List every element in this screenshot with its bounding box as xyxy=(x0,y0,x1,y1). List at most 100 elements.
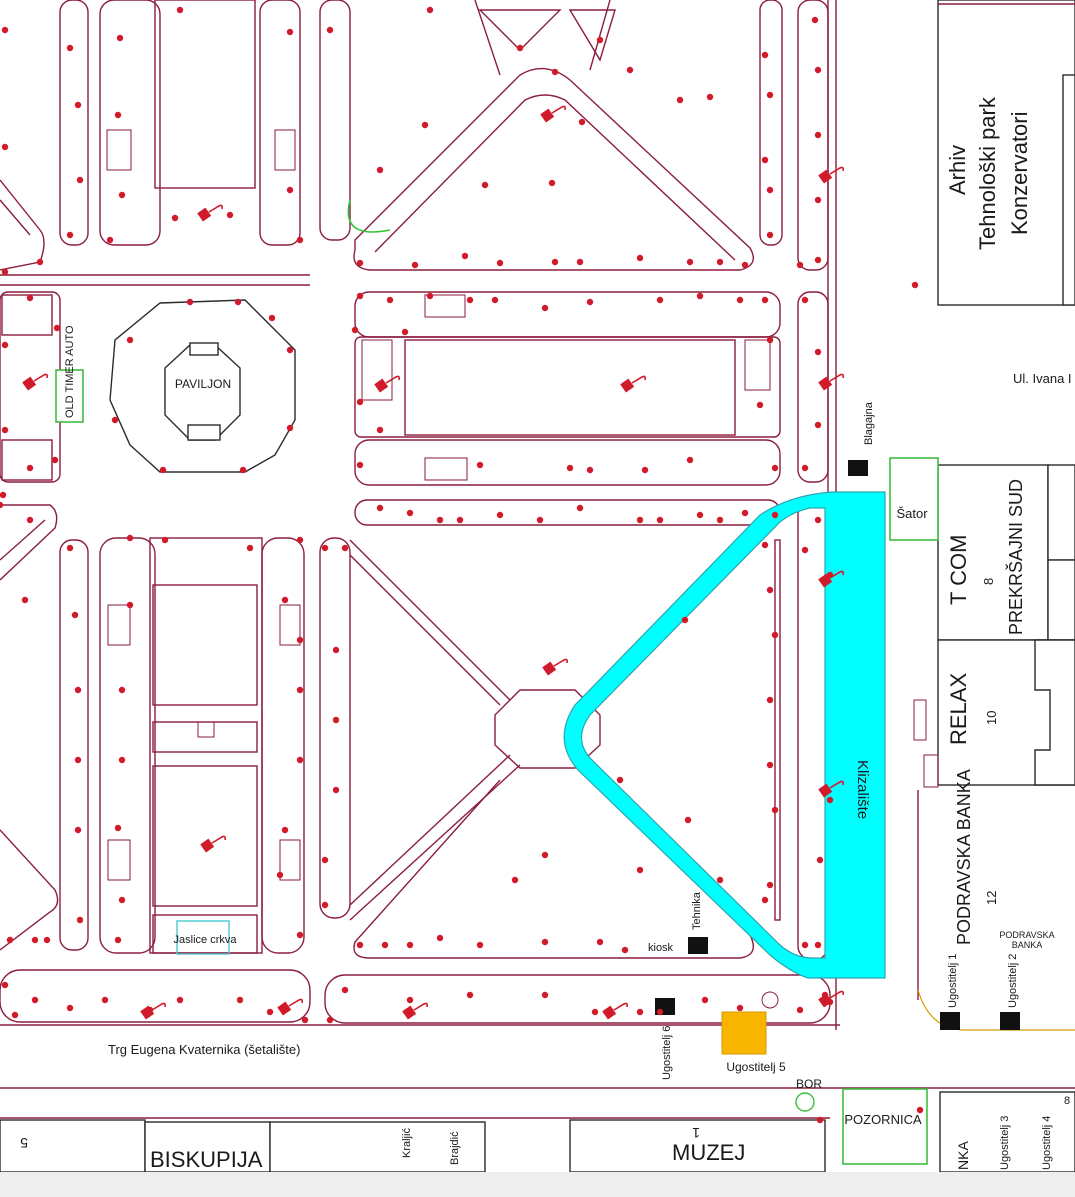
lamp-icon xyxy=(818,373,844,391)
tree-marker xyxy=(296,931,304,939)
ugostitelj-2-label: Ugostitelj 2 xyxy=(1007,954,1019,1008)
tree-marker xyxy=(536,516,544,524)
tree-marker xyxy=(239,466,247,474)
tree-marker xyxy=(686,258,694,266)
lamp-icon xyxy=(620,375,646,393)
lower-left-lawns: Jaslice crkva xyxy=(0,504,311,1023)
klizaliste-label: Klizalište xyxy=(854,760,871,819)
tree-marker xyxy=(456,516,464,524)
tree-marker xyxy=(74,756,82,764)
tree-marker xyxy=(66,544,74,552)
tree-marker xyxy=(641,466,649,474)
tree-marker xyxy=(11,1011,19,1019)
tree-marker xyxy=(716,876,724,884)
tree-marker xyxy=(741,261,749,269)
tree-marker xyxy=(566,464,574,472)
tree-marker xyxy=(21,596,29,604)
ugostitelj-5-label: Ugostitelj 5 xyxy=(726,1060,786,1074)
tree-marker xyxy=(766,186,774,194)
tree-marker xyxy=(771,511,779,519)
tree-marker xyxy=(636,516,644,524)
tree-marker xyxy=(276,871,284,879)
tree-marker xyxy=(541,304,549,312)
tree-marker xyxy=(74,826,82,834)
tree-marker xyxy=(116,34,124,42)
tree-marker xyxy=(814,256,822,264)
tree-marker xyxy=(481,181,489,189)
tree-marker xyxy=(43,936,51,944)
prekrsajni-label: PREKRŠAJNI SUD xyxy=(1005,479,1026,635)
tree-marker xyxy=(576,258,584,266)
tree-marker xyxy=(74,686,82,694)
relax-label: RELAX xyxy=(946,673,971,745)
tree-marker xyxy=(766,761,774,769)
tree-marker xyxy=(286,186,294,194)
tree-marker xyxy=(816,856,824,864)
tree-marker xyxy=(171,214,179,222)
tree-marker xyxy=(1,426,9,434)
lamp-icon xyxy=(200,835,226,853)
tcom-label: T COM xyxy=(946,535,971,605)
right-buildings: Arhiv Tehnološki park Konzervatori Ul. I… xyxy=(913,0,1075,1031)
tree-marker xyxy=(741,509,749,517)
tree-marker xyxy=(596,36,604,44)
tree-marker xyxy=(406,509,414,517)
tree-marker xyxy=(66,1004,74,1012)
tree-marker xyxy=(761,896,769,904)
tree-marker xyxy=(332,716,340,724)
tehnika-label: Tehnika xyxy=(691,891,703,930)
tree-marker xyxy=(31,996,39,1004)
tree-marker xyxy=(246,544,254,552)
street-lines xyxy=(0,0,1075,1119)
tree-marker xyxy=(411,261,419,269)
tree-marker xyxy=(341,986,349,994)
lamp-icon xyxy=(542,658,568,676)
tree-marker xyxy=(421,121,429,129)
tree-marker xyxy=(578,118,586,126)
nka-label: NKA xyxy=(955,1141,971,1170)
tree-marker xyxy=(186,298,194,306)
tree-marker xyxy=(591,1008,599,1016)
tree-marker xyxy=(176,6,184,14)
trg-label: Trg Eugena Kvaternika (šetalište) xyxy=(108,1042,300,1057)
tree-marker xyxy=(296,536,304,544)
central-band xyxy=(354,291,829,486)
top-left-lawn-blocks xyxy=(0,0,310,286)
kiosk-label: kiosk xyxy=(648,942,674,954)
tree-marker xyxy=(761,541,769,549)
tree-marker xyxy=(516,44,524,52)
tree-marker xyxy=(716,258,724,266)
tree-marker xyxy=(234,298,242,306)
tree-marker xyxy=(296,756,304,764)
tree-marker xyxy=(236,996,244,1004)
skating-rink: Klizalište xyxy=(563,491,886,979)
tree-marker xyxy=(761,296,769,304)
tree-marker xyxy=(696,292,704,300)
tree-marker xyxy=(796,1006,804,1014)
tree-marker xyxy=(406,941,414,949)
tree-marker xyxy=(576,504,584,512)
tree-marker xyxy=(596,938,604,946)
tree-marker xyxy=(766,696,774,704)
tree-marker xyxy=(814,516,822,524)
tree-marker xyxy=(656,516,664,524)
tree-marker xyxy=(356,398,364,406)
tree-marker xyxy=(696,511,704,519)
tree-marker xyxy=(356,461,364,469)
tree-marker xyxy=(376,504,384,512)
tree-marker xyxy=(76,916,84,924)
tree-marker xyxy=(826,796,834,804)
tree-marker xyxy=(26,464,34,472)
tree-marker xyxy=(356,292,364,300)
ugostitelj-3-label: Ugostitelj 3 xyxy=(999,1116,1011,1170)
podravska-small-2: BANKA xyxy=(1012,940,1043,950)
tree-marker xyxy=(126,336,134,344)
tree-marker xyxy=(541,991,549,999)
ugostitelj-4-label: Ugostitelj 4 xyxy=(1041,1116,1053,1170)
tree-marker xyxy=(801,546,809,554)
tree-marker xyxy=(814,66,822,74)
tree-marker xyxy=(118,896,126,904)
tree-marker xyxy=(341,544,349,552)
tree-marker xyxy=(676,96,684,104)
tree-marker xyxy=(496,259,504,267)
